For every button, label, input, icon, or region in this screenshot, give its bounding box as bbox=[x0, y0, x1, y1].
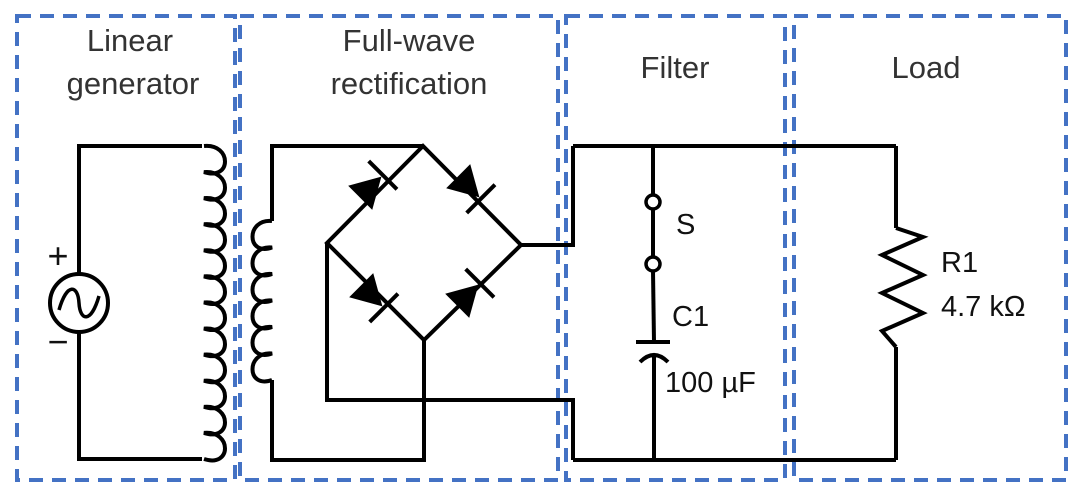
capacitor-icon bbox=[636, 340, 670, 364]
rectifier-circuit bbox=[250, 143, 575, 462]
diode-icon-top-left bbox=[348, 159, 399, 210]
wire-generator-top bbox=[77, 144, 202, 273]
section-box-load bbox=[792, 14, 1068, 482]
section-title-generator-line1: Linear bbox=[87, 23, 173, 58]
section-title-load: Load bbox=[892, 50, 961, 85]
section-box-generator bbox=[15, 14, 237, 482]
generator-circuit: + − bbox=[47, 143, 227, 463]
resistor-value: 4.7 kΩ bbox=[941, 291, 1026, 323]
wire-bridge-positive bbox=[521, 146, 575, 247]
section-title-generator-line2: generator bbox=[67, 66, 200, 101]
diode-icon-bottom-right bbox=[445, 267, 496, 318]
resistor-icon bbox=[877, 226, 929, 349]
wire-secondary-top bbox=[270, 144, 423, 221]
ac-source-icon bbox=[48, 272, 110, 334]
secondary-coil-icon bbox=[250, 218, 273, 384]
section-title-rectifier-line1: Full-wave bbox=[343, 23, 476, 58]
diode-icon-bottom-left bbox=[349, 273, 400, 324]
wire-bridge-negative bbox=[325, 243, 575, 460]
source-minus-label: − bbox=[47, 321, 68, 362]
switch-label: S bbox=[676, 209, 695, 241]
diode-icon-top-right bbox=[446, 164, 497, 215]
capacitor-value: 100 µF bbox=[665, 367, 756, 399]
section-box-filter bbox=[564, 14, 787, 482]
wire-switch-capacitor bbox=[651, 270, 656, 343]
load-circuit: R1 4.7 kΩ bbox=[877, 146, 1026, 460]
resistor-label: R1 bbox=[941, 247, 978, 279]
wire-generator-bottom bbox=[77, 333, 202, 461]
bridge-diamond bbox=[324, 143, 524, 343]
source-plus-label: + bbox=[47, 235, 68, 276]
primary-coil-icon bbox=[203, 143, 227, 463]
switch-icon[interactable] bbox=[644, 193, 662, 273]
section-title-rectifier-line2: rectification bbox=[331, 66, 488, 101]
capacitor-label: C1 bbox=[672, 301, 709, 333]
section-title-filter: Filter bbox=[641, 50, 710, 85]
filter-circuit: S C1 100 µF bbox=[573, 144, 896, 462]
